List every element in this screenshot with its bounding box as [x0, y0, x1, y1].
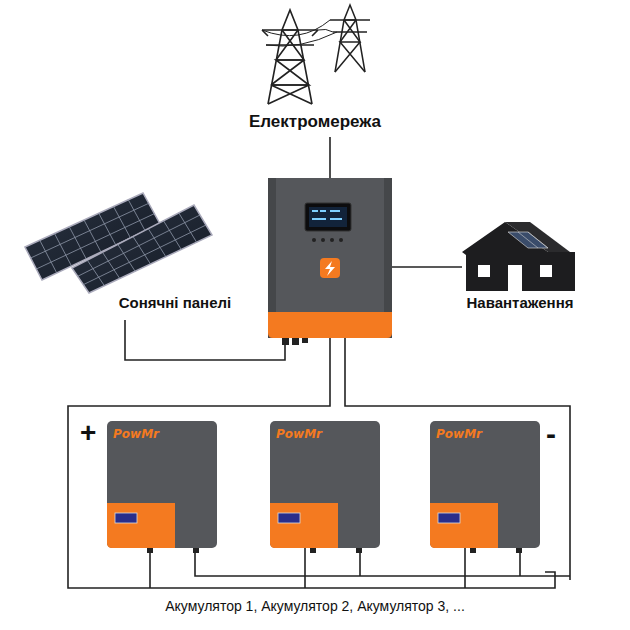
- component-label: Навантаження: [464, 294, 577, 311]
- cell-line: [179, 213, 197, 242]
- battery-terminal: [356, 548, 362, 553]
- battery-display: [438, 513, 460, 523]
- cell-line: [55, 234, 72, 267]
- cell-line: [148, 229, 166, 257]
- battery-panel: [270, 503, 338, 548]
- wire: [329, 137, 331, 182]
- wire: [68, 338, 570, 588]
- cell-line: [164, 221, 182, 250]
- solar-panel: [72, 205, 212, 293]
- cell-line: [83, 225, 206, 285]
- brand-logo: PowMr: [436, 427, 534, 441]
- label-box: Навантаження: [464, 294, 577, 311]
- battery-panel: [107, 503, 175, 548]
- cell-line: [40, 240, 57, 273]
- battery-box: PowMr: [107, 421, 217, 447]
- component-label: Сонячні панелі: [116, 294, 235, 311]
- battery-terminal: [193, 548, 199, 553]
- house: [462, 222, 575, 291]
- cell-line: [114, 207, 131, 239]
- polarity-sign: +: [78, 419, 98, 447]
- cell-line: [133, 237, 151, 265]
- power-tower: [262, 10, 318, 104]
- battery-terminal: [516, 548, 522, 553]
- battery-body: [430, 421, 540, 548]
- battery-body: [107, 421, 217, 548]
- cell-line: [78, 215, 200, 276]
- battery-display: [278, 513, 300, 523]
- inverter: [268, 178, 392, 345]
- cell-line: [84, 220, 101, 252]
- battery-body: [270, 421, 380, 548]
- brand-logo: PowMr: [276, 427, 374, 441]
- battery-display: [115, 513, 137, 523]
- solar-panels: [25, 193, 212, 293]
- component-label: Електромережа: [246, 112, 385, 132]
- power-line: [262, 20, 337, 46]
- battery-terminal: [147, 548, 153, 553]
- battery-terminal: [470, 548, 476, 553]
- battery-terminal: [310, 548, 316, 553]
- cell-line: [36, 214, 154, 269]
- polarity-sign: -: [544, 419, 558, 449]
- cell-line: [69, 227, 86, 259]
- power-tower: [330, 5, 370, 72]
- label-box: Сонячні панелі: [116, 294, 235, 311]
- cell-line: [128, 200, 145, 231]
- battery-panel: [430, 503, 498, 548]
- caption: Акумулятор 1, Акумулятор 2, Акумулятор 3…: [165, 598, 465, 614]
- brand-logo: PowMr: [113, 427, 211, 441]
- label-box: Електромережа: [246, 112, 385, 132]
- battery-box: PowMr: [270, 421, 380, 447]
- battery-box: PowMr: [430, 421, 540, 447]
- cell-line: [99, 213, 116, 245]
- wire: [125, 320, 285, 360]
- wire: [392, 266, 462, 268]
